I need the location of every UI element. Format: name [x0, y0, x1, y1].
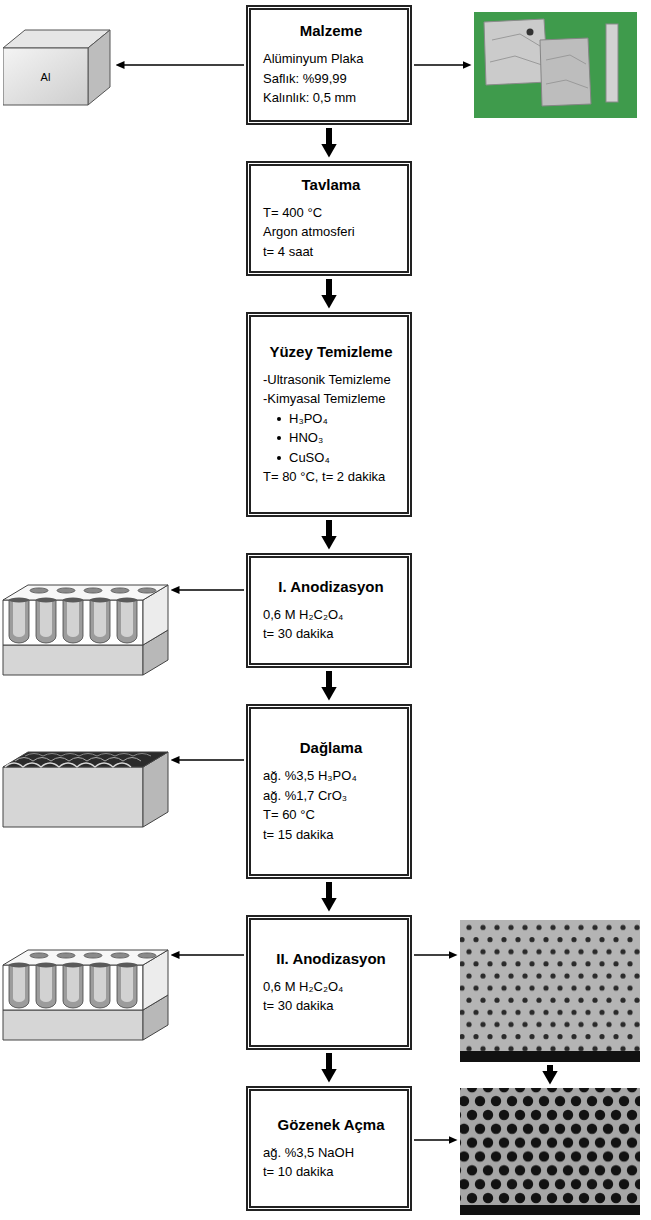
porous-oxide-sketch	[3, 585, 168, 675]
step-parameter: t= 15 dakika	[263, 825, 399, 845]
photo-ground	[474, 12, 637, 118]
pointer-arrow	[124, 64, 244, 65]
pointer-arrow	[179, 954, 244, 955]
process-box: I. Anodizasyon 0,6 M H₂C₂O₄t= 30 dakika	[246, 553, 412, 668]
block-side	[88, 30, 110, 105]
step-parameter: Saflık: %99,99	[263, 69, 399, 89]
step-title: Tavlama	[263, 176, 399, 193]
process-box: Gözenek Açma ağ. %3,5 NaOHt= 10 dakika	[246, 1086, 412, 1211]
step-parameter: T= 60 °C	[263, 805, 399, 825]
flow-arrow	[326, 279, 332, 295]
etched-surface-sketch	[3, 752, 168, 827]
pointer-arrow	[179, 589, 244, 590]
step-parameter: ağ. %3,5 H₃PO₄	[263, 766, 399, 786]
step-parameter: t= 30 dakika	[263, 996, 399, 1016]
step-parameter: T= 80 °C, t= 2 dakika	[263, 467, 399, 487]
foil-hole	[527, 29, 534, 36]
flow-arrow	[326, 520, 332, 536]
pointer-arrow	[414, 1139, 449, 1140]
sem-pores	[460, 1088, 640, 1215]
flow-arrow	[326, 1053, 332, 1069]
flow-arrow	[547, 1065, 553, 1071]
step-parameter: T= 400 °C	[263, 203, 399, 223]
pointer-arrow	[179, 759, 244, 760]
step-parameter: -Ultrasonik Temizleme	[263, 370, 399, 390]
flow-arrow	[326, 882, 332, 898]
material-block: Al	[3, 28, 113, 106]
material-label: Al	[41, 71, 51, 83]
step-parameter: t= 4 saat	[263, 242, 399, 262]
step-title: Yüzey Temizleme	[263, 343, 399, 360]
pointer-arrow	[414, 954, 449, 955]
step-parameter: H₃PO₄	[263, 409, 399, 429]
foil-piece	[484, 19, 548, 85]
flow-arrow	[326, 128, 332, 144]
step-parameter: t= 10 dakika	[263, 1162, 399, 1182]
sem-info-bar	[460, 1051, 640, 1062]
step-parameter: -Kimyasal Temizleme	[263, 389, 399, 409]
step-parameter: Kalınlık: 0,5 mm	[263, 88, 399, 108]
step-title: Dağlama	[263, 739, 399, 756]
sem-pores	[460, 920, 640, 1062]
step-title: Gözenek Açma	[263, 1116, 399, 1133]
process-box: Tavlama T= 400 °CArgon atmosferit= 4 saat	[246, 161, 412, 276]
block-outline	[3, 28, 113, 106]
process-box: Dağlama ağ. %3,5 H₃PO₄ağ. %1,7 CrO₃T= 60 …	[246, 704, 412, 879]
process-box: MalzemeAlüminyum PlakaSaflık: %99,99Kalı…	[246, 5, 412, 125]
step-parameter: HNO₃	[263, 428, 399, 448]
porous-oxide-sketch	[3, 950, 168, 1040]
step-parameter: Argon atmosferi	[263, 222, 399, 242]
process-box: Yüzey Temizleme -Ultrasonik Temizleme-Kim…	[246, 312, 412, 517]
step-title: Malzeme	[263, 22, 399, 39]
process-box: II. Anodizasyon 0,6 M H₂C₂O₄t= 30 dakika	[246, 915, 412, 1050]
foil-crease	[490, 34, 545, 66]
step-title: II. Anodizasyon	[263, 950, 399, 967]
sem-image	[460, 920, 640, 1062]
foil-piece	[540, 38, 591, 106]
step-parameter: Alüminyum Plaka	[263, 49, 399, 69]
flow-arrow	[326, 671, 332, 687]
pointer-arrow	[414, 64, 463, 65]
sample-photo	[474, 12, 637, 118]
step-parameter: ağ. %3,5 NaOH	[263, 1143, 399, 1163]
sem-info-bar	[460, 1205, 640, 1215]
step-parameter: 0,6 M H₂C₂O₄	[263, 605, 399, 625]
step-parameter: 0,6 M H₂C₂O₄	[263, 977, 399, 997]
block-front	[3, 48, 88, 105]
sem-image	[460, 1088, 640, 1215]
step-parameter: CuSO₄	[263, 448, 399, 468]
step-title: I. Anodizasyon	[263, 578, 399, 595]
step-parameter: ağ. %1,7 CrO₃	[263, 786, 399, 806]
foil-strip	[606, 24, 618, 102]
step-parameter: t= 30 dakika	[263, 624, 399, 644]
foil-crease	[546, 55, 588, 88]
